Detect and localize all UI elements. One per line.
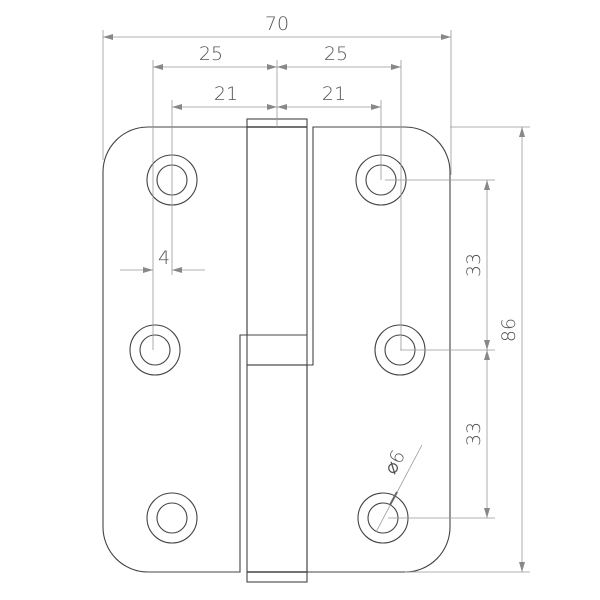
hole xyxy=(146,492,198,544)
dim-hole-offset: 4 xyxy=(158,247,170,269)
hole xyxy=(129,324,181,376)
left-leaf xyxy=(102,126,248,573)
dim-hole-diameter: ⌀6 xyxy=(379,447,409,478)
screw-holes xyxy=(129,154,426,544)
dim-vertical-upper: 33 xyxy=(463,253,485,277)
extension-lines xyxy=(102,30,530,573)
dim-overall-width: 70 xyxy=(265,13,289,35)
right-leaf xyxy=(306,126,451,573)
dimension-lines xyxy=(103,34,525,572)
lower-knuckle xyxy=(246,364,308,583)
dim-vertical-lower: 33 xyxy=(463,422,485,446)
dim-inner-left: 21 xyxy=(214,83,238,105)
upper-knuckle xyxy=(246,118,308,366)
dim-inner-right: 21 xyxy=(322,83,346,105)
dim-outer-left: 25 xyxy=(199,43,223,65)
dim-outer-right: 25 xyxy=(324,43,348,65)
dim-overall-height: 86 xyxy=(498,318,520,342)
